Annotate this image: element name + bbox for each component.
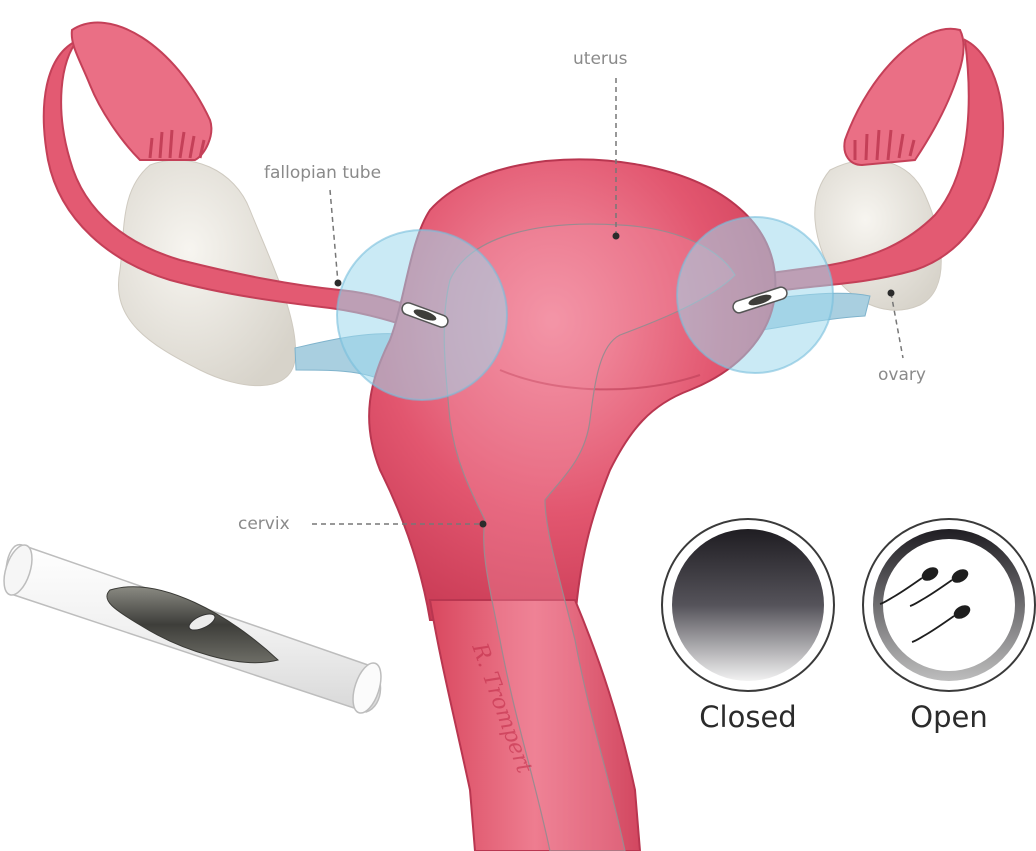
ovary-label: ovary: [878, 365, 926, 385]
leader-dots: [334, 232, 895, 528]
cervix-label: cervix: [238, 514, 290, 534]
closed-state-icon: [661, 518, 835, 692]
open-label: Open: [910, 700, 988, 734]
enlarged-implant-device: [3, 544, 382, 714]
cervix-body: [428, 599, 642, 851]
fallopian-tube-leader: [329, 189, 339, 284]
left-implant-device: [401, 302, 449, 328]
uterus-label: uterus: [573, 49, 628, 69]
left-fimbriae: [70, 21, 213, 161]
right-implant-device: [732, 286, 788, 314]
right-fimbriae: [843, 27, 965, 167]
leader-lines: [312, 78, 904, 525]
fallopian-tube-label: fallopian tube: [264, 163, 382, 183]
ovary-leader: [890, 292, 904, 359]
closed-label: Closed: [699, 700, 797, 734]
open-state-icon: [862, 518, 1036, 692]
sperm-icon: [879, 567, 971, 643]
